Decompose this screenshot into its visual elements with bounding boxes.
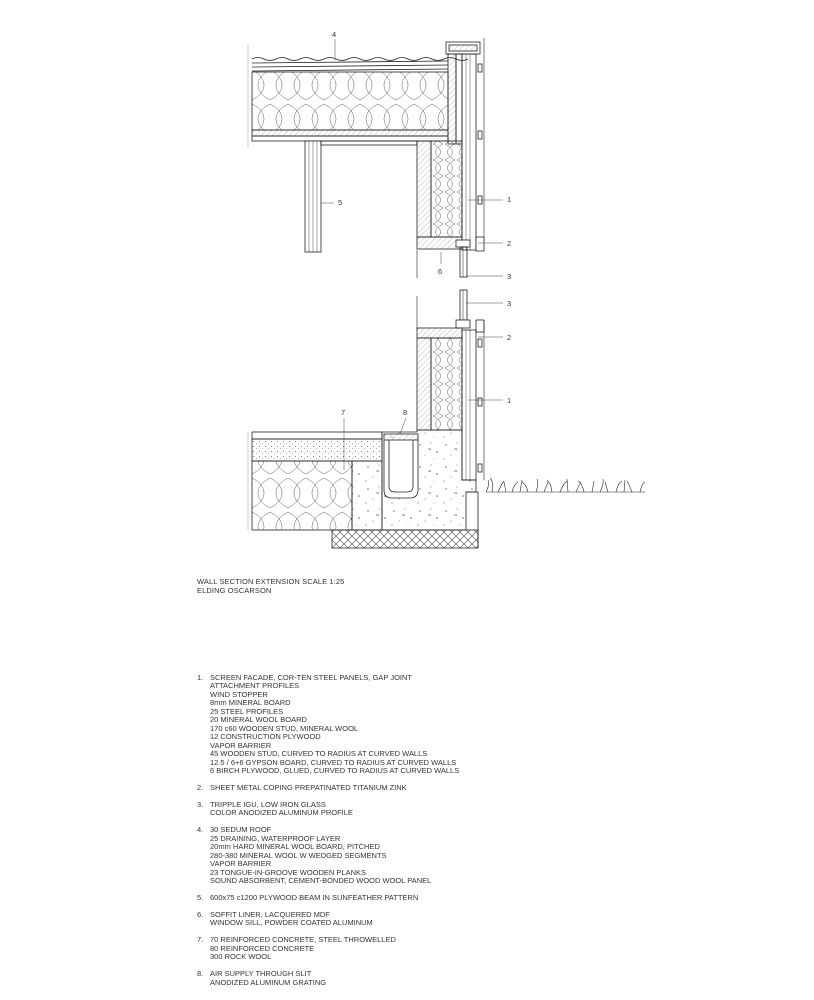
note-item: 2. SHEET METAL COPING PREPATINATED TITANI… [197,782,459,792]
note-line: 45 WOODEN STUD, CURVED TO RADIUS AT CURV… [210,749,428,759]
note-line: 170 c60 WOODEN STUD, MINERAL WOOL [210,723,359,733]
note-line: 80 REINFORCED CONCRETE [210,943,315,953]
floor-foundation [247,429,646,549]
note-line: COLOR ANODIZED ALUMINUM PROFILE [210,808,353,818]
note-item: 7. 70 REINFORCED CONCRETE, STEEL THROWELL… [197,935,459,962]
note-number: 7. [197,935,204,945]
note-line: 25 STEEL PROFILES [210,706,284,716]
callout-5: 5 [338,198,342,207]
note-line: 30 SEDUM ROOF [210,825,272,835]
callout-1-lower: 1 [507,396,511,405]
note-line: VAPOR BARRIER [210,740,272,750]
note-line: AIR SUPPLY THROUGH SLIT [210,969,312,979]
callout-2-upper: 2 [507,239,511,248]
material-notes: 1. SCREEN FACADE, COR-TEN STEEL PANELS, G… [197,673,460,996]
callout-1-upper: 1 [507,195,511,204]
note-line: SOFFIT LINER, LACQUERED MDF [210,909,330,919]
note-line: 20mm HARD MINERAL WOOL BOARD, PITCHED [210,842,380,852]
note-line: VAPOR BARRIER [210,859,272,869]
note-line: 70 REINFORCED CONCRETE, STEEL THROWELLED [210,935,396,945]
note-line: 23 TONGUE-IN-GROOVE WOODEN PLANKS [210,867,367,877]
note-line: 20 MINERAL WOOL BOARD [210,715,307,725]
note-line: 300 ROCK WOOL [210,952,272,962]
callout-3-upper: 3 [507,272,511,281]
callout-8: 8 [403,408,407,417]
note-line: TRIPPLE IGU, LOW IRON GLASS [210,799,326,809]
note-number: 6. [197,909,204,919]
leader-lines [321,39,503,470]
callout-4: 4 [332,30,336,39]
note-line: 6 BIRCH PLYWOOD, GLUED, CURVED TO RADIUS… [210,765,460,775]
roof-assembly [247,44,469,253]
note-line: 12.5 / 6+6 GYPSON BOARD, CURVED TO RADIU… [210,757,457,767]
note-line: WIND STOPPER [210,689,268,699]
note-line: WINDOW SILL, POWDER COATED ALUMINUM [210,918,373,928]
note-line: 280-380 MINERAL WOOL W WEDGED SEGMENTS [210,850,387,860]
note-line: 25 DRAINING, WATERPROOF LAYER [210,833,341,843]
note-line: ATTACHMENT PROFILES [210,681,300,691]
note-number: 3. [197,799,204,809]
note-number: 8. [197,969,204,979]
note-number: 1. [197,673,204,682]
callout-3-lower: 3 [507,299,511,308]
note-line: ANODIZED ALUMINUM GRATING [210,977,327,987]
note-item: 1. SCREEN FACADE, COR-TEN STEEL PANELS, G… [197,673,460,775]
note-number: 2. [197,782,204,792]
note-line: 600x75 c1200 PLYWOOD BEAM IN SUNFEATHER … [210,892,419,902]
note-line: SCREEN FACADE, COR-TEN STEEL PANELS, GAP… [210,673,412,682]
caption-author: ELDING OSCARSON [197,586,272,595]
callout-6: 6 [438,267,442,276]
drawing-caption: WALL SECTION EXTENSION SCALE 1:25 ELDING… [197,577,344,595]
callout-7: 7 [341,408,345,417]
note-number: 4. [197,825,204,835]
lower-wall-assembly [416,289,485,481]
caption-title: WALL SECTION EXTENSION SCALE 1:25 [197,577,345,586]
note-line: 8mm MINERAL BOARD [210,698,291,708]
callout-2-lower: 2 [507,333,511,342]
note-item: 5. 600x75 c1200 PLYWOOD BEAM IN SUNFEATHE… [197,892,459,902]
upper-wall-assembly [416,38,485,278]
wall-section-drawing: 4 5 1 2 6 3 3 2 1 7 8 [247,30,646,549]
note-line: SOUND ABSORBENT, CEMENT-BONDED WOOD WOOL… [210,876,432,886]
note-line: SHEET METAL COPING PREPATINATED TITANIUM… [210,782,407,792]
note-line: 12 CONSTRUCTION PLYWOOD [210,732,321,742]
note-number: 5. [197,892,204,902]
